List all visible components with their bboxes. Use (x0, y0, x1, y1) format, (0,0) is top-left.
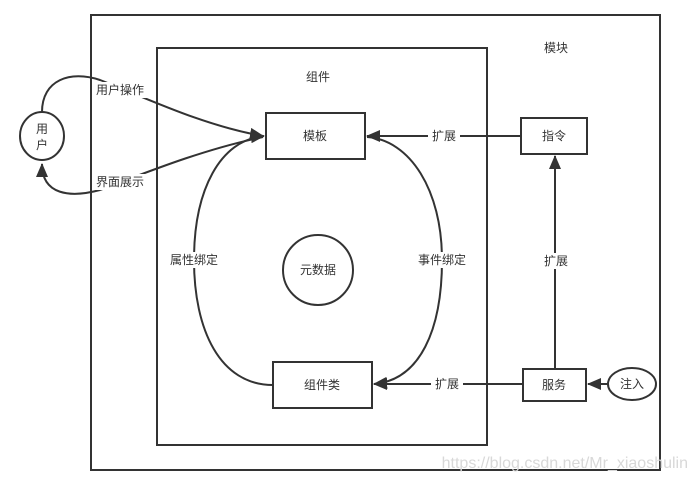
module-container (90, 14, 661, 471)
user-action-edge (41, 75, 264, 140)
component-label: 组件 (306, 70, 330, 84)
metadata-label: 元数据 (300, 262, 336, 277)
user-node (19, 111, 65, 161)
directive-label: 指令 (542, 128, 566, 143)
template-label: 模板 (303, 129, 327, 143)
extend-service-class-label: 扩展 (435, 377, 459, 391)
event-binding-label: 事件绑定 (418, 252, 466, 267)
property-binding-label: 属性绑定 (170, 252, 218, 267)
template-node (265, 112, 366, 160)
component-class-node (272, 361, 373, 409)
extend-directive-template-label: 扩展 (432, 129, 456, 143)
user-action-label: 用户操作 (96, 82, 144, 97)
directive-node (520, 117, 588, 155)
component-container (156, 47, 488, 446)
extend-service-directive-label: 扩展 (544, 254, 568, 268)
service-label: 服务 (542, 377, 566, 392)
module-label: 模块 (544, 41, 568, 55)
user-label-1: 用户 (36, 122, 48, 152)
component-class-label: 组件类 (304, 378, 340, 392)
metadata-node (282, 234, 354, 306)
ui-display-label: 界面展示 (96, 175, 144, 189)
watermark: https://blog.csdn.net/Mr_xiaoshulin (442, 455, 688, 472)
injection-label: 注入 (620, 376, 644, 391)
ui-display-edge (36, 136, 264, 195)
